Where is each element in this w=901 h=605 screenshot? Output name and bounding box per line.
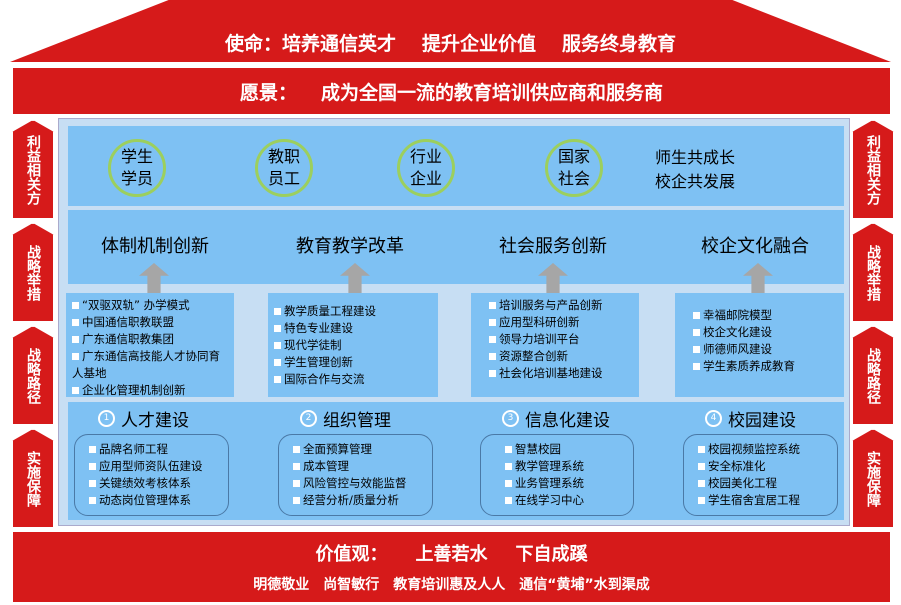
support-title: 1 人才建设 — [98, 406, 189, 431]
list-item: 社会化培训基地建设 — [489, 365, 633, 382]
list-item: 特色专业建设 — [274, 320, 432, 337]
goal-text: 师生共成长 — [655, 148, 736, 167]
values-motto: 明德敬业 尚智敏行 教育培训惠及人人 通信“黄埔”水到渠成 — [253, 577, 650, 593]
list-item: 广东通信高技能人才协同育人基地 — [72, 348, 228, 382]
support-list: 智慧校园教学管理系统业务管理系统在线学习中心 — [480, 434, 634, 516]
strategy-title: 体制机制创新 — [101, 236, 209, 257]
strategy-title: 教育教学改革 — [296, 236, 404, 257]
list-item: 校园建设 — [728, 411, 796, 431]
list-item: 业务管理系统 — [505, 475, 619, 492]
pillar-guarantee: 实施保障 — [852, 429, 894, 528]
list-item: 应用型师资队伍建设 — [89, 458, 214, 475]
number-icon: 1 — [98, 410, 115, 427]
list-item: 品牌名师工程 — [89, 441, 214, 458]
list-item: 教学管理系统 — [505, 458, 619, 475]
mission-label: 使命： — [224, 33, 282, 55]
strategy-row — [68, 210, 844, 284]
list-item: 信息化建设 — [525, 411, 610, 431]
pillar-stakeholders: 利益相关方 — [12, 120, 54, 219]
stakeholder-circle: 行业企业 — [397, 139, 455, 197]
support-list: 全面预算管理成本管理风险管控与效能监督经营分析/质量分析 — [278, 434, 433, 516]
stakeholder-circle: 国家社会 — [545, 139, 603, 197]
list-item: 校企文化建设 — [693, 324, 826, 341]
support-title: 4 校园建设 — [705, 406, 796, 431]
list-item: 学生宿舍宜居工程 — [698, 492, 823, 509]
mission-item: 培养通信英才 — [281, 33, 396, 55]
mission-item: 服务终身教育 — [562, 33, 677, 55]
stakeholder-row — [68, 126, 844, 206]
support-title: 2 组织管理 — [300, 406, 391, 431]
list-item: 风险管控与效能监督 — [293, 475, 418, 492]
list-item: 幸福邮院模型 — [693, 307, 826, 324]
list-item: 现代学徒制 — [274, 337, 432, 354]
list-item: “双驱双轨” 办学模式 — [72, 297, 228, 314]
pillar-stakeholders: 利益相关方 — [852, 120, 894, 219]
strategy-title: 社会服务创新 — [499, 236, 607, 257]
strategy-title: 校企文化融合 — [701, 236, 809, 257]
list-item: 企业化管理机制创新 — [72, 382, 228, 399]
right-pillar: 利益相关方 战略举措 战略路径 实施保障 — [852, 120, 894, 528]
mission-item: 提升企业价值 — [422, 33, 537, 55]
list-item: 组织管理 — [323, 411, 391, 431]
list-item: 安全标准化 — [698, 458, 823, 475]
list-item: 人才建设 — [121, 411, 189, 431]
goals: 师生共成长 校企共发展 — [655, 146, 735, 194]
strategy-list: 培训服务与产品创新应用型科研创新领导力培训平台资源整合创新社会化培训基地建设 — [471, 293, 639, 397]
strategy-list: 教学质量工程建设特色专业建设现代学徒制学生管理创新国际合作与交流 — [268, 293, 438, 397]
list-item: 校园视频监控系统 — [698, 441, 823, 458]
list-item: 行业企业 — [409, 147, 442, 188]
list-item: 学生素质养成教育 — [693, 358, 826, 375]
list-item: 教学质量工程建设 — [274, 303, 432, 320]
vision-label: 愿景： — [239, 81, 297, 104]
left-pillar: 利益相关方 战略举措 战略路径 实施保障 — [12, 120, 54, 528]
list-item: 学生学员 — [120, 147, 153, 188]
number-icon: 3 — [502, 410, 519, 427]
pillar-guarantee: 实施保障 — [12, 429, 54, 528]
list-item: 培训服务与产品创新 — [489, 297, 633, 314]
number-icon: 4 — [705, 410, 722, 427]
stakeholder-circle: 教职员工 — [255, 139, 313, 197]
mission-roof: 使命：培养通信英才 提升企业价值 服务终身教育 — [10, 0, 891, 62]
list-item: 智慧校园 — [505, 441, 619, 458]
values-label: 价值观： — [315, 544, 388, 565]
list-item: 关键绩效考核体系 — [89, 475, 214, 492]
goal-text: 校企共发展 — [655, 172, 736, 191]
list-item: 经营分析/质量分析 — [293, 492, 418, 509]
support-list: 品牌名师工程应用型师资队伍建设关键绩效考核体系动态岗位管理体系 — [74, 434, 229, 516]
list-item: 校园美化工程 — [698, 475, 823, 492]
list-item: 在线学习中心 — [505, 492, 619, 509]
list-item: 全面预算管理 — [293, 441, 418, 458]
pillar-initiatives: 战略举措 — [852, 223, 894, 322]
values-item: 上善若水 — [415, 544, 488, 565]
list-item: 学生管理创新 — [274, 354, 432, 371]
strategy-list: 幸福邮院模型校企文化建设师德师风建设学生素质养成教育 — [675, 293, 844, 397]
list-item: 国家社会 — [557, 147, 590, 188]
stakeholder-circle: 学生学员 — [108, 139, 166, 197]
pillar-path: 战略路径 — [852, 326, 894, 425]
pillar-initiatives: 战略举措 — [12, 223, 54, 322]
strategy-list: “双驱双轨” 办学模式中国通信职教联盟广东通信职教集团广东通信高技能人才协同育人… — [66, 293, 234, 397]
values-base: 价值观： 上善若水 下自成蹊 明德敬业 尚智敏行 教育培训惠及人人 通信“黄埔”… — [13, 532, 890, 602]
vision-text: 成为全国一流的教育培训供应商和服务商 — [321, 81, 664, 104]
list-item: 广东通信职教集团 — [72, 331, 228, 348]
values-item: 下自成蹊 — [515, 544, 588, 565]
list-item: 教职员工 — [267, 147, 300, 188]
list-item: 应用型科研创新 — [489, 314, 633, 331]
list-item: 中国通信职教联盟 — [72, 314, 228, 331]
vision-band: 愿景： 成为全国一流的教育培训供应商和服务商 — [13, 68, 890, 114]
list-item: 师德师风建设 — [693, 341, 826, 358]
list-item: 动态岗位管理体系 — [89, 492, 214, 509]
list-item: 领导力培训平台 — [489, 331, 633, 348]
list-item: 成本管理 — [293, 458, 418, 475]
list-item: 资源整合创新 — [489, 348, 633, 365]
number-icon: 2 — [300, 410, 317, 427]
support-list: 校园视频监控系统安全标准化校园美化工程学生宿舍宜居工程 — [683, 434, 838, 516]
pillar-path: 战略路径 — [12, 326, 54, 425]
list-item: 国际合作与交流 — [274, 371, 432, 388]
support-title: 3 信息化建设 — [502, 406, 610, 431]
